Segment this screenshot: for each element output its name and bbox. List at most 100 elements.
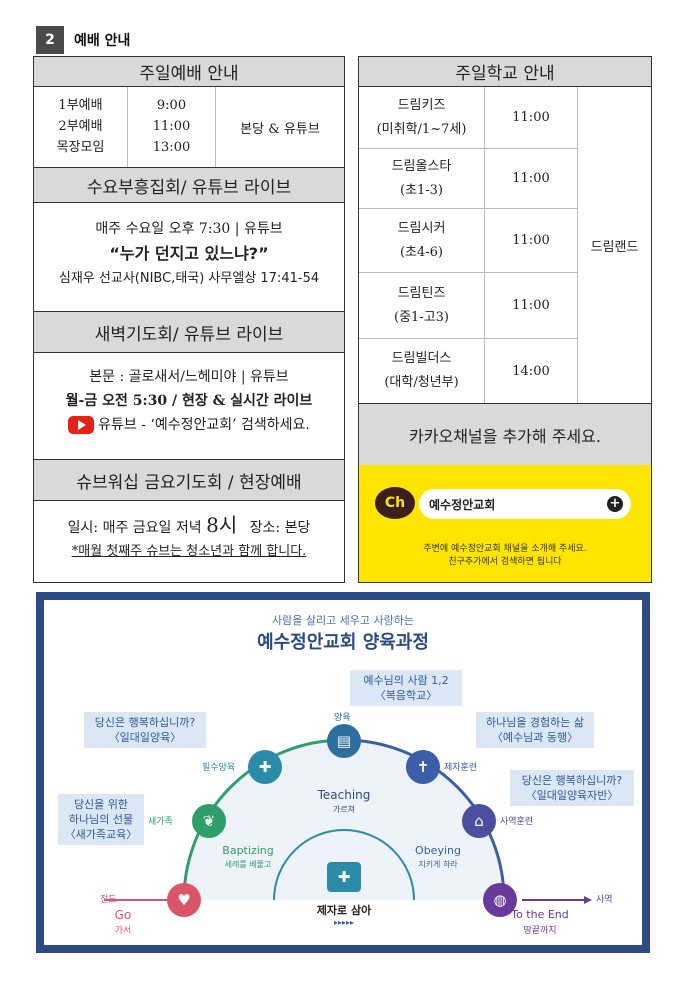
service-name: 목장모임 (56, 140, 105, 155)
callout-line: 예수님의 사람 1,2 (363, 674, 449, 687)
youtube-icon (68, 416, 95, 434)
worship-info-box: 주일예배 안내 1부예배 2부예배 목장모임 9:00 11:00 13:00 … (33, 56, 345, 583)
callout-line: 〈일대일양육자반〉 (525, 789, 619, 802)
section-title: 예배 안내 (74, 33, 131, 49)
wednesday-header: 수요부흥집회/ 유튜브 라이브 (34, 167, 344, 203)
sunday-worship-table: 1부예배 2부예배 목장모임 9:00 11:00 13:00 본당 & 유튜브 (34, 87, 344, 167)
class-age: (미취학/1~7세) (376, 121, 467, 137)
sunday-school-header: 주일학교 안내 (359, 57, 651, 87)
friday-info-prefix: 일시: 매주 금요일 저녁 (67, 520, 202, 536)
callout-happy: 당신은 행복하십니까? 〈일대일양육〉 (84, 712, 206, 748)
center-label: 제자로 삼아 (316, 904, 372, 917)
obeying-kr-label: 지키게 하라 (418, 860, 458, 869)
friday-header: 슈브워십 금요기도회 / 현장예배 (34, 459, 344, 501)
arc-left (182, 738, 345, 901)
section-header: 2 예배 안내 (36, 26, 130, 54)
teaching-kr-label: 가르쳐 (332, 805, 356, 814)
callout-line: 당신은 행복하십니까? (521, 774, 623, 787)
dawn-prayer-header: 새벽기도회/ 유튜브 라이브 (34, 311, 344, 353)
sunday-school-box: 주일학교 안내 드림키즈 (미취학/1~7세) 11:00 드림올스타 (초1-… (358, 56, 652, 583)
baptizing-label: Baptizing (222, 844, 274, 857)
end-label: To the End (511, 908, 569, 921)
class-name: 드림틴즈 (397, 285, 446, 301)
section-number: 2 (36, 26, 64, 54)
bible-icon: ✚ (248, 750, 282, 784)
go-kr-label: 가서 (114, 926, 132, 936)
friday-body: 일시: 매주 금요일 저녁 8시 장소: 본당 *매월 첫째주 슈브는 청소년과… (34, 513, 344, 564)
end-kr-label: 땅끝까지 (523, 926, 557, 936)
class-age: (중1-고3) (394, 309, 449, 325)
church-icon: ⌂ (462, 804, 496, 838)
class-time: 11:00 (512, 233, 550, 248)
class-name: 드림시커 (397, 220, 446, 236)
stage-nurture: 양육 (334, 713, 351, 723)
stage-required: 필수양육 (202, 763, 236, 773)
kakao-channel-card[interactable]: Ch 예수정안교회 + 주변에 예수정안교회 채널을 소개해 주세요. 친구추가… (359, 465, 651, 582)
sunday-worship-header: 주일예배 안내 (34, 57, 344, 87)
kakao-channel-logo: Ch (375, 487, 415, 519)
service-name: 1부예배 (58, 98, 103, 113)
wednesday-body: 매주 수요일 오후 7:30 | 유튜브 “누가 던지고 있느냐?” 심재우 선… (34, 217, 344, 291)
discipleship-diagram: 사람을 살리고 세우고 사랑하는 예수정안교회 양육과정 예수님의 사람 1,2… (36, 592, 650, 953)
callout-line: 하나님을 경험하는 삶 (485, 716, 585, 729)
teaching-label: Teaching (317, 788, 371, 802)
kakao-banner: 카카오채널을 추가해 주세요. (359, 403, 651, 465)
callout-line: 〈새가족교육〉 (64, 828, 138, 841)
stage-ministry-training: 사역훈련 (500, 817, 534, 827)
sunday-school-place: 드림랜드 (577, 87, 651, 403)
globe-icon: ◍ (483, 883, 517, 917)
service-name: 2부예배 (58, 119, 103, 134)
service-time: 13:00 (152, 140, 191, 155)
wednesday-schedule: 매주 수요일 오후 7:30 | 유튜브 (95, 221, 283, 237)
stage-evangelism: 전도 (100, 895, 117, 905)
callout-gospel: 예수님의 사람 1,2 〈복음학교〉 (350, 670, 462, 706)
youtube-hint-text: 유튜브 - ‘예수정안교회’ 검색하세요. (98, 417, 310, 433)
dawn-prayer-body: 본문 : 골로새서/느헤미야 | 유튜브 월-금 오전 5:30 / 현장 & … (34, 365, 344, 438)
class-name-cell: 드림키즈 (미취학/1~7세) (359, 87, 485, 148)
kakao-channel-name: 예수정안교회 (429, 497, 496, 512)
class-time: 11:00 (512, 171, 550, 186)
center-arrows: ▸▸▸▸▸ (333, 918, 355, 927)
book-icon: ▤ (327, 724, 361, 758)
class-row: 드림틴즈 (중1-고3) 11:00 (359, 273, 577, 339)
service-names: 1부예배 2부예배 목장모임 (34, 87, 128, 167)
diagram-title: 예수정안교회 양육과정 (257, 632, 429, 653)
class-name-cell: 드림올스타 (초1-3) (359, 149, 485, 208)
diagram-subtitle: 사람을 살리고 세우고 사랑하는 (271, 614, 415, 627)
callout-gift: 당신을 위한 하나님의 선물 〈새가족교육〉 (58, 794, 144, 845)
class-age: (초4-6) (399, 244, 444, 260)
diagram-canvas: 사람을 살리고 세우고 사랑하는 예수정안교회 양육과정 예수님의 사람 1,2… (44, 600, 642, 945)
friday-info-hour: 8시 (206, 513, 238, 537)
callout-line: 하나님의 선물 (68, 813, 134, 826)
class-time: 11:00 (512, 298, 550, 313)
stage-newfamily: 새가족 (148, 817, 173, 827)
class-name: 드림빌더스 (391, 351, 452, 366)
heart-hands-icon: ♥ (167, 883, 201, 917)
callout-line: 〈일대일양육〉 (108, 731, 182, 744)
kakao-channel-search[interactable]: 예수정안교회 + (419, 489, 631, 519)
class-time: 11:00 (512, 110, 550, 125)
youtube-hint: 유튜브 - ‘예수정안교회’ 검색하세요. (68, 413, 310, 437)
callout-line: 당신은 행복하십니까? (94, 716, 196, 729)
seedling-icon: ❦ (192, 804, 226, 838)
callout-experience: 하나님을 경험하는 삶 〈예수님과 동행〉 (476, 712, 594, 748)
service-time: 11:00 (152, 119, 191, 134)
go-label: Go (114, 908, 132, 922)
class-row: 드림키즈 (미취학/1~7세) 11:00 (359, 87, 577, 149)
callout-line: 〈예수님과 동행〉 (491, 731, 579, 744)
class-row: 드림시커 (초4-6) 11:00 (359, 209, 577, 273)
dawn-time: 월-금 오전 5:30 / 현장 & 실시간 라이브 (65, 393, 313, 409)
kakao-sub-line-1: 주변에 예수정안교회 채널을 소개해 주세요. (423, 544, 587, 554)
class-age: (대학/청년부) (384, 375, 459, 390)
end-arrow (584, 896, 592, 904)
add-channel-plus-icon[interactable]: + (607, 496, 623, 512)
friday-note: *매월 첫째주 슈브는 청소년과 함께 합니다. (71, 544, 307, 559)
kakao-sub-line-2: 친구추가에서 검색하면 됩니다 (448, 557, 562, 567)
stage-disciple: 제자훈련 (444, 763, 478, 773)
class-name-cell: 드림빌더스 (대학/청년부) (359, 339, 485, 403)
sermon-title: “누가 던지고 있느냐?” (109, 244, 269, 263)
callout-line: 〈복음학교〉 (374, 689, 438, 702)
speaker-info: 심재우 선교사(NIBC,태국) 사무엘상 17:41-54 (58, 271, 320, 286)
class-name: 드림키즈 (397, 97, 446, 113)
service-place: 본당 & 유튜브 (240, 121, 320, 137)
